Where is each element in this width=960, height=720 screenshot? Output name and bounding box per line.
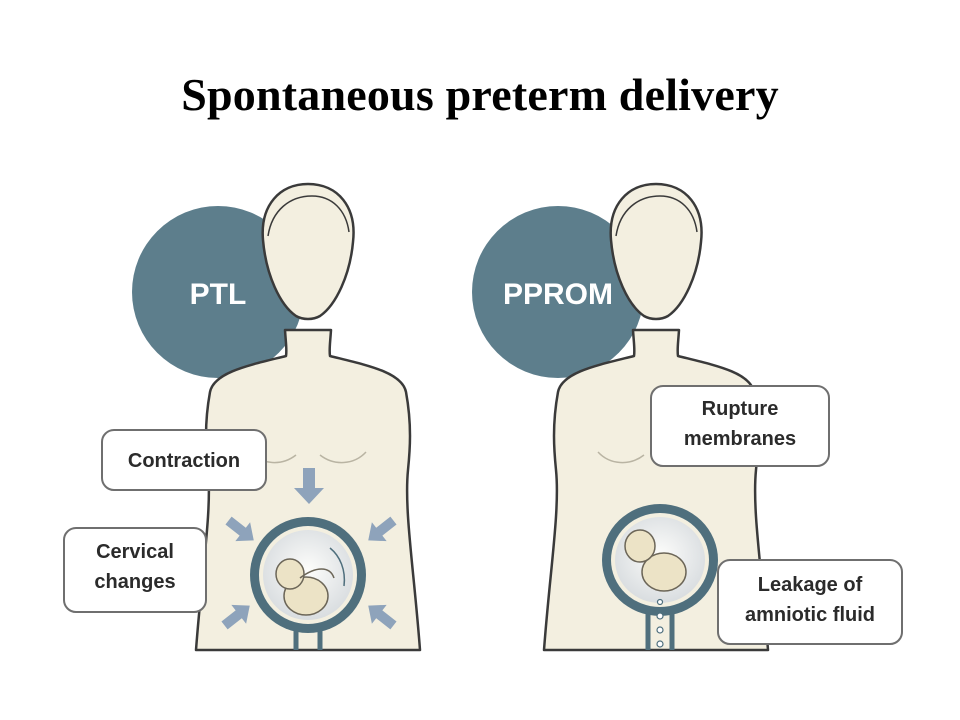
ptl-fetus <box>275 558 335 616</box>
pprom-uterus <box>602 504 718 650</box>
pprom-panel: PPROM Rupture membranes <box>472 182 903 652</box>
ptl-panel: PTL <box>63 182 422 652</box>
pprom-badge-circle <box>472 206 644 378</box>
rupture-membranes-callout: Rupture membranes <box>650 385 830 467</box>
contraction-label: Contraction <box>128 450 240 472</box>
ptl-badge-circle <box>132 206 304 378</box>
leakage-label-line2: amniotic fluid <box>745 604 875 626</box>
arrow-icon <box>368 604 397 630</box>
ptl-hair <box>267 195 350 237</box>
page-title: Spontaneous preterm delivery <box>181 69 779 120</box>
cervical-label-line1: Cervical <box>96 541 174 563</box>
cervical-changes-callout: Cervical changes <box>63 527 207 613</box>
ptl-uterus <box>250 517 366 650</box>
pprom-head <box>609 182 703 321</box>
arrow-icon <box>225 516 254 542</box>
ptl-badge-label: PTL <box>190 278 247 311</box>
contraction-callout: Contraction <box>101 429 267 491</box>
arrow-icon <box>221 604 250 630</box>
cervical-label-line2: changes <box>94 571 175 593</box>
ptl-head <box>261 182 355 321</box>
pprom-badge-label: PPROM <box>503 278 613 311</box>
arrow-icon <box>368 516 397 542</box>
pprom-fetus <box>624 529 687 592</box>
leakage-callout: Leakage of amniotic fluid <box>717 559 903 645</box>
pprom-hair <box>615 195 698 237</box>
arrow-down-icon <box>294 468 324 504</box>
ptl-arrows <box>221 468 397 630</box>
leakage-label-line1: Leakage of <box>758 574 863 596</box>
rupture-label-line1: Rupture <box>702 398 779 420</box>
rupture-label-line2: membranes <box>684 428 796 450</box>
fluid-drops <box>656 598 664 648</box>
